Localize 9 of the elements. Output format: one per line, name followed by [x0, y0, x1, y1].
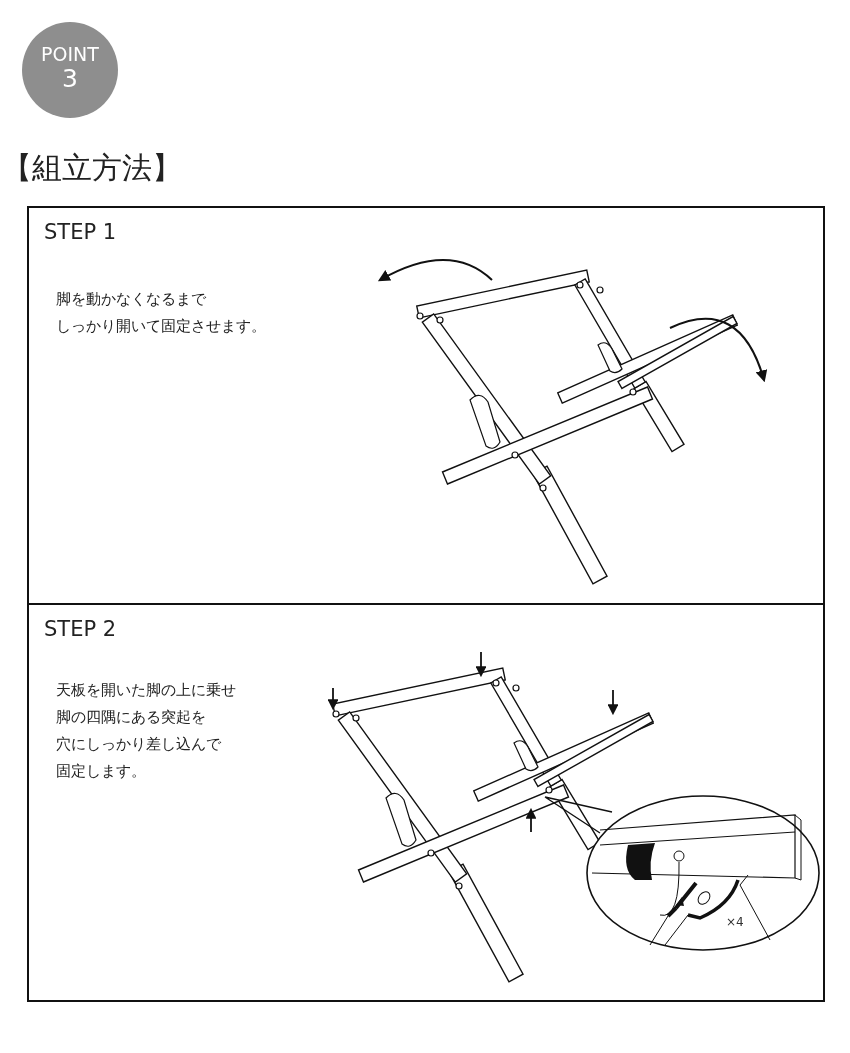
- point-badge: POINT 3: [22, 22, 118, 118]
- title: 【組立方法】: [2, 149, 182, 187]
- step-heading: STEP 2: [44, 617, 117, 641]
- step-panel: [27, 206, 825, 605]
- multiplier-label: ×4: [726, 915, 744, 929]
- instruction-text: 天板を開いた脚の上に乗せ脚の四隅にある突起を穴にしっかり差し込んで固定します。: [56, 680, 236, 782]
- instruction-text: 脚を動かなくなるまでしっかり開いて固定させます。: [56, 289, 266, 337]
- step-panel: [27, 603, 825, 1002]
- step-heading: STEP 1: [44, 220, 117, 244]
